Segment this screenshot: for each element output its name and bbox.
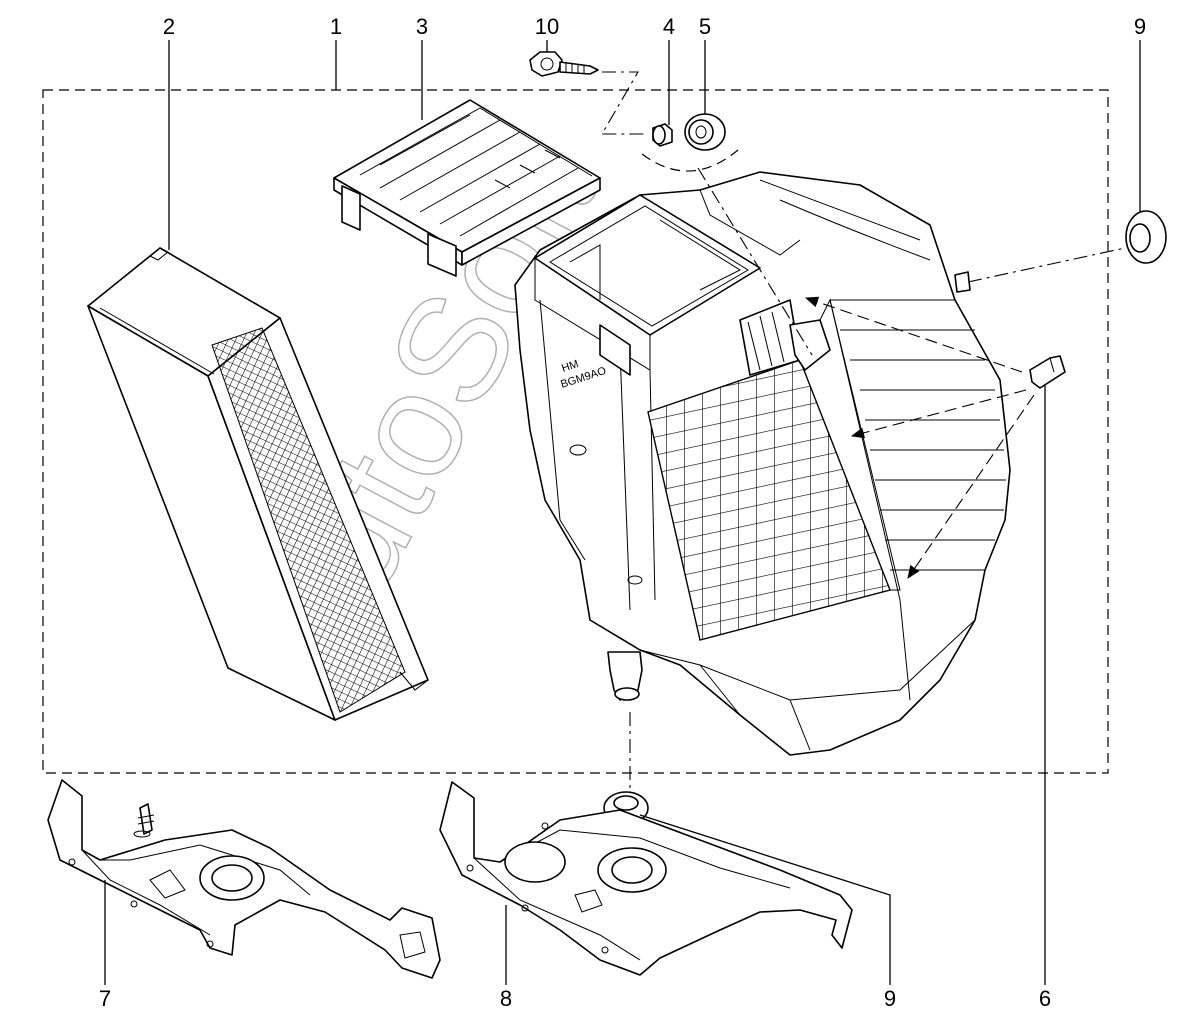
leader-9-bottom — [639, 814, 891, 985]
callout-9-top: 9 — [1134, 14, 1146, 39]
filter-element — [87, 247, 429, 721]
clip-arrow-2 — [850, 389, 1027, 439]
mounting-bracket-left — [47, 779, 441, 979]
callout-7: 7 — [99, 986, 111, 1011]
bolt — [529, 51, 599, 77]
kit-boundary-box — [42, 89, 1109, 774]
housing-marking-line1: HM — [560, 358, 580, 375]
mounting-bracket-right — [439, 781, 853, 976]
air-filter-housing — [514, 171, 1011, 756]
callout-10: 10 — [535, 14, 559, 39]
grommet-seat-arc — [641, 149, 739, 172]
retaining-clip — [1029, 355, 1066, 389]
callout-2: 2 — [163, 14, 175, 39]
callout-5: 5 — [699, 14, 711, 39]
callout-8: 8 — [500, 986, 512, 1011]
grommet-side — [1125, 210, 1167, 264]
cover-grille — [333, 99, 601, 277]
bolt-centerline — [697, 167, 813, 356]
clip-arrow-1 — [804, 296, 1023, 373]
grommet-upper — [684, 113, 726, 151]
callout-3: 3 — [416, 14, 428, 39]
grommet-side-centerline — [967, 247, 1126, 283]
callout-9-bottom: 9 — [884, 986, 896, 1011]
bolt-assembly-path — [601, 71, 648, 135]
spacer-sleeve — [652, 123, 673, 147]
clip-arrow-3 — [907, 394, 1035, 579]
callout-4: 4 — [663, 14, 675, 39]
callout-1: 1 — [330, 14, 342, 39]
callout-6: 6 — [1039, 986, 1051, 1011]
